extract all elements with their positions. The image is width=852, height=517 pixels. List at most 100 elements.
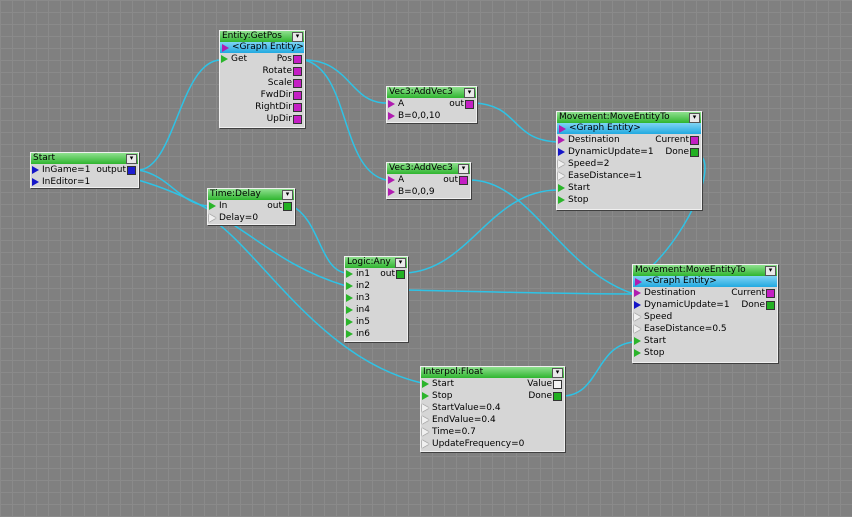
collapse-button[interactable]: ▾: [464, 88, 475, 98]
port-label: Delay=0: [219, 213, 259, 223]
port-row[interactable]: Scale: [220, 77, 304, 89]
graph-entity-row[interactable]: <Graph Entity>: [633, 276, 777, 287]
port-row[interactable]: Start: [633, 335, 777, 347]
port-row[interactable]: DynamicUpdate=1 Done: [633, 299, 777, 311]
port-row[interactable]: Rotate: [220, 65, 304, 77]
port-row[interactable]: Stop: [633, 347, 777, 359]
port-row[interactable]: in4: [345, 304, 407, 316]
port-row[interactable]: Destination Current: [557, 134, 701, 146]
port-row[interactable]: InEditor=1: [31, 176, 138, 188]
node-title[interactable]: Vec3:AddVec3 ▾: [387, 163, 470, 174]
port-label: EaseDistance=0.5: [644, 324, 727, 334]
port-row[interactable]: A out: [387, 174, 470, 186]
output-label: RightDir: [255, 102, 292, 112]
port-row[interactable]: Stop Done: [421, 390, 564, 402]
node-title[interactable]: Movement:MoveEntityTo ▾: [557, 112, 701, 123]
port-row[interactable]: Stop: [557, 194, 701, 206]
node-title[interactable]: Entity:GetPos ▾: [220, 31, 304, 42]
title-text: Time:Delay: [210, 189, 261, 199]
node-title[interactable]: Vec3:AddVec3 ▾: [387, 87, 476, 98]
port-row[interactable]: EaseDistance=0.5: [633, 323, 777, 335]
title-text: Vec3:AddVec3: [389, 87, 453, 97]
port-row[interactable]: FwdDir: [220, 89, 304, 101]
node-title[interactable]: Time:Delay ▾: [208, 189, 294, 200]
collapse-button[interactable]: ▾: [765, 266, 776, 276]
output-port[interactable]: [293, 103, 302, 112]
port-row[interactable]: in2: [345, 280, 407, 292]
output-port[interactable]: [283, 202, 292, 211]
wire-start-getpos: [137, 59, 222, 171]
collapse-button[interactable]: ▾: [552, 368, 563, 378]
wire-any-move1: [404, 189, 559, 274]
port-row[interactable]: Speed: [633, 311, 777, 323]
port-row[interactable]: Start: [557, 182, 701, 194]
delay-node[interactable]: Time:Delay ▾ In out Delay=0: [207, 188, 295, 225]
port-row[interactable]: EaseDistance=1: [557, 170, 701, 182]
collapse-button[interactable]: ▾: [292, 32, 303, 42]
output-port[interactable]: [293, 67, 302, 76]
output-port[interactable]: [553, 380, 562, 389]
input-arrow-icon: [634, 313, 641, 321]
input-arrow-icon: [634, 337, 641, 345]
port-row[interactable]: EndValue=0.4: [421, 414, 564, 426]
getpos-node[interactable]: Entity:GetPos ▾ <Graph Entity> Get Pos R…: [219, 30, 305, 128]
port-row[interactable]: in1 out: [345, 268, 407, 280]
output-port[interactable]: [293, 79, 302, 88]
output-port[interactable]: [690, 136, 699, 145]
port-row[interactable]: InGame=1 output: [31, 164, 138, 176]
output-port[interactable]: [293, 91, 302, 100]
port-row[interactable]: B=0,0,9: [387, 186, 470, 198]
port-row[interactable]: Get Pos: [220, 53, 304, 65]
output-port[interactable]: [553, 392, 562, 401]
output-port[interactable]: [766, 289, 775, 298]
output-port[interactable]: [459, 176, 468, 185]
move-entity-node-2[interactable]: Movement:MoveEntityTo ▾ <Graph Entity> D…: [632, 264, 778, 363]
node-title[interactable]: Start ▾: [31, 153, 138, 164]
port-row[interactable]: UpdateFrequency=0: [421, 438, 564, 450]
port-row[interactable]: In out: [208, 200, 294, 212]
port-row[interactable]: Time=0.7: [421, 426, 564, 438]
port-row[interactable]: DynamicUpdate=1 Done: [557, 146, 701, 158]
output-label: Done: [665, 147, 689, 157]
port-row[interactable]: RightDir: [220, 101, 304, 113]
logic-any-node[interactable]: Logic:Any ▾ in1 out in2 in3 in4 in5 in6: [344, 256, 408, 342]
graph-entity-row[interactable]: <Graph Entity>: [557, 123, 701, 134]
port-row[interactable]: Destination Current: [633, 287, 777, 299]
port-row[interactable]: in6: [345, 328, 407, 340]
port-row[interactable]: B=0,0,10: [387, 110, 476, 122]
output-port[interactable]: [690, 148, 699, 157]
port-row[interactable]: A out: [387, 98, 476, 110]
output-port[interactable]: [396, 270, 405, 279]
addvec3-node-2[interactable]: Vec3:AddVec3 ▾ A out B=0,0,9: [386, 162, 471, 199]
port-row[interactable]: Start Value: [421, 378, 564, 390]
start-node[interactable]: Start ▾ InGame=1 output InEditor=1: [30, 152, 139, 188]
entity-label: <Graph Entity>: [232, 42, 304, 52]
port-row[interactable]: Speed=2: [557, 158, 701, 170]
output-port[interactable]: [293, 115, 302, 124]
output-port[interactable]: [465, 100, 474, 109]
port-label: DynamicUpdate=1: [568, 147, 654, 157]
output-port[interactable]: [127, 166, 136, 175]
move-entity-node-1[interactable]: Movement:MoveEntityTo ▾ <Graph Entity> D…: [556, 111, 702, 210]
output-port[interactable]: [766, 301, 775, 310]
port-row[interactable]: Delay=0: [208, 212, 294, 224]
addvec3-node-1[interactable]: Vec3:AddVec3 ▾ A out B=0,0,10: [386, 86, 477, 123]
interpol-float-node[interactable]: Interpol:Float ▾ Start Value Stop Done S…: [420, 366, 565, 452]
port-row[interactable]: in5: [345, 316, 407, 328]
collapse-button[interactable]: ▾: [126, 154, 137, 164]
input-arrow-icon: [634, 301, 641, 309]
collapse-button[interactable]: ▾: [458, 164, 469, 174]
node-title[interactable]: Movement:MoveEntityTo ▾: [633, 265, 777, 276]
collapse-button[interactable]: ▾: [395, 258, 406, 268]
output-port[interactable]: [293, 55, 302, 64]
node-title[interactable]: Interpol:Float ▾: [421, 367, 564, 378]
port-row[interactable]: UpDir: [220, 113, 304, 125]
port-row[interactable]: in3: [345, 292, 407, 304]
output-label: out: [267, 201, 282, 211]
port-row[interactable]: StartValue=0.4: [421, 402, 564, 414]
input-arrow-icon: [558, 148, 565, 156]
collapse-button[interactable]: ▾: [282, 190, 293, 200]
node-title[interactable]: Logic:Any ▾: [345, 257, 407, 268]
graph-entity-row[interactable]: <Graph Entity>: [220, 42, 304, 53]
collapse-button[interactable]: ▾: [689, 113, 700, 123]
